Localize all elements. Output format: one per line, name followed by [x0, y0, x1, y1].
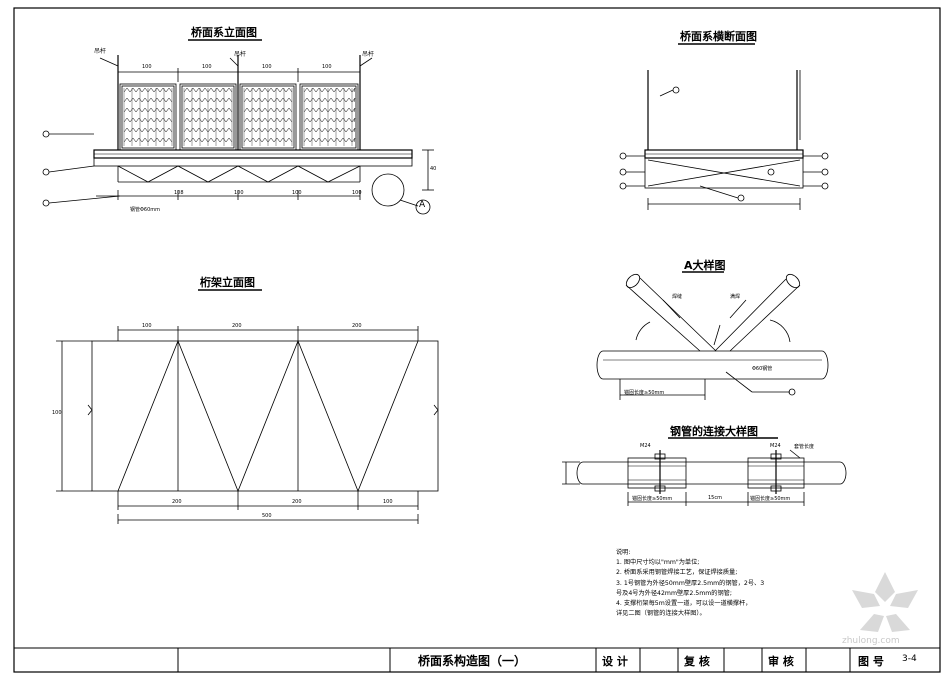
detail-a-title: A大样图 [684, 259, 726, 272]
bolt-label-right: M24 [770, 443, 781, 449]
watermark-logo [852, 572, 918, 632]
deck-bottom-dim-4: 100 [352, 190, 362, 196]
watermark-text: zhulong.com [842, 636, 900, 646]
note-line: 3. 1号钢管为外径50mm壁厚2.5mm的钢管，2号、3 [616, 579, 765, 587]
detail-pipe-note: Φ60钢管 [752, 366, 773, 372]
deck-top-dim-4: 100 [322, 64, 332, 70]
drawing-name: 桥面系构造图（一） [418, 654, 527, 668]
hanger-label-right: 吊杆 [362, 51, 375, 58]
deck-bottom-dim-1: 108 [174, 190, 184, 196]
truss-elevation-drawing [56, 289, 439, 524]
hanger-label-left: 吊杆 [94, 48, 107, 55]
detail-weld-label: 焊缝 [672, 294, 683, 300]
truss-top-dim-3: 200 [352, 323, 362, 329]
check-cell: 复 核 [684, 655, 710, 668]
truss-top-dim-2: 200 [232, 323, 242, 329]
note-line: 1. 图中尺寸均以"mm"为单位; [616, 559, 700, 567]
bolt-label-left: M24 [640, 443, 651, 449]
sheet-border [13, 7, 941, 673]
sheet-no-label: 图 号 [858, 655, 884, 668]
deck-top-dim-2: 100 [202, 64, 212, 70]
deck-elevation-title: 桥面系立面图 [191, 26, 257, 39]
design-cell: 设 计 [602, 655, 628, 668]
pipe-connection-title: 钢管的连接大样图 [670, 425, 758, 438]
deck-bottom-dim-3: 100 [292, 190, 302, 196]
deck-top-dim-3: 100 [262, 64, 272, 70]
deck-pipe-note: 钢管Φ60mm [130, 207, 161, 213]
joint-gap: 15cm [708, 495, 722, 501]
truss-top-dim-1: 100 [142, 323, 152, 329]
deck-bottom-dim-2: 100 [234, 190, 244, 196]
truss-elevation-title: 桁架立面图 [200, 276, 255, 289]
railing-infill [123, 87, 356, 146]
notes-heading: 说明: [616, 549, 631, 556]
sheet-no: 3-4 [902, 654, 917, 664]
sleeve-label: 套管长度 [794, 444, 815, 450]
note-line: 4. 支撑桁架每5m设置一道，可以设一道横撑杆， [616, 600, 752, 608]
detail-marker: A [419, 200, 426, 210]
joint-length-right: 锚固长度≥50mm [750, 496, 791, 502]
deck-top-dim-1: 100 [142, 64, 152, 70]
note-line: 详见二图（钢管的连接大样图）。 [616, 610, 706, 618]
note-line: 2. 桥面系采用钢管焊接工艺，保证焊接质量; [616, 569, 738, 577]
detail-weld-note: 满焊 [730, 294, 741, 300]
truss-bottom-dim-2: 200 [292, 499, 302, 505]
truss-height-dim: 100 [52, 410, 62, 416]
review-cell: 审 核 [768, 655, 794, 668]
pipe-connection-drawing [562, 437, 847, 506]
truss-bottom-dim-3: 100 [383, 499, 393, 505]
detail-a-drawing [596, 271, 829, 400]
truss-bottom-dim-1: 200 [172, 499, 182, 505]
joint-length-left: 锚固长度≥50mm [632, 496, 673, 502]
deck-height-dim: 40 [430, 166, 437, 172]
note-line: 号及4号为外径42mm壁厚2.5mm的钢管; [616, 589, 732, 597]
deck-cross-section-drawing [619, 43, 829, 210]
title-block-frame [14, 647, 940, 672]
truss-total-dim: 500 [262, 513, 272, 519]
deck-cross-section-title: 桥面系横断面图 [680, 30, 757, 43]
hanger-label-mid: 吊杆 [234, 51, 247, 58]
detail-anchor-length: 锚固长度≥50mm [624, 390, 665, 396]
deck-elevation-drawing [42, 39, 434, 215]
design-notes: 说明: 1. 图中尺寸均以"mm"为单位; 2. 桥面系采用钢管焊接工艺，保证焊… [616, 548, 764, 619]
